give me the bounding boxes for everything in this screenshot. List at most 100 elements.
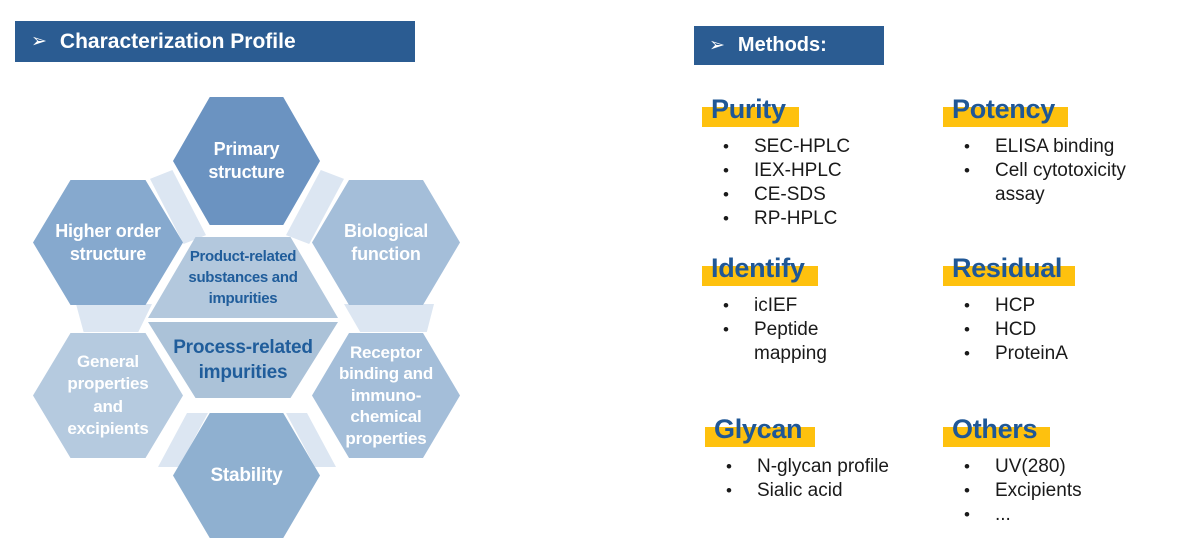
bullet-text: SEC-HPLC	[754, 136, 851, 157]
characterization-title: Characterization Profile	[59, 29, 296, 53]
bullet-item: • HCD	[964, 318, 1068, 342]
label-line: excipients	[67, 418, 149, 438]
bullet-dot-icon: •	[964, 481, 970, 500]
heading-highlight	[702, 107, 799, 127]
label-line: function	[351, 243, 421, 264]
bullet-text: HCP	[995, 295, 1036, 316]
section-heading-text: Potency	[952, 94, 1055, 124]
bullet-dot-icon: •	[723, 296, 729, 315]
heading-highlight	[702, 266, 818, 286]
bullet-dot-icon: •	[964, 137, 970, 156]
bullet-item: • icIEF	[723, 294, 846, 318]
heading-highlight	[943, 266, 1076, 286]
connector-shape	[76, 304, 152, 332]
bullet-text: HCD	[995, 319, 1037, 340]
bullet-dot-icon: •	[723, 185, 729, 204]
heading-highlight	[943, 427, 1051, 447]
label-line: properties	[345, 428, 427, 448]
label-line: substances and	[188, 269, 298, 286]
bullet-item: • ELISA binding	[964, 135, 1145, 159]
label-line: impurities	[208, 290, 278, 307]
label-line: Stability	[210, 464, 283, 486]
label-line: General	[77, 352, 139, 372]
section-heading: Residual	[943, 253, 1076, 286]
label-line: Process-related	[173, 337, 313, 358]
section-heading-text: Glycan	[714, 414, 803, 444]
bullet-text: Sialic acid	[757, 480, 843, 501]
label-line: Receptor	[349, 342, 423, 362]
bullet-item: •Sialic acid	[726, 479, 889, 503]
bullet-dot-icon: •	[723, 161, 729, 180]
bullet-item: • UV(280)	[964, 455, 1082, 479]
label-line: Higher order	[55, 220, 161, 241]
section-glycan: Glycan •N-glycan profile•Sialic acid	[705, 414, 889, 503]
section-heading: Identify	[702, 253, 818, 286]
section-potency: Potency • ELISA binding • Cell cytotoxicity…	[943, 94, 1145, 207]
section-heading: Potency	[943, 94, 1068, 127]
bullet-item: •IEX-HPLC	[723, 159, 850, 183]
bullet-list: •SEC-HPLC•IEX-HPLC•CE-SDS•RP-HPLC	[711, 135, 850, 231]
label-line: properties	[67, 374, 149, 394]
section-heading: Purity	[702, 94, 799, 127]
bullet-text: ...	[995, 504, 1011, 525]
bullet-list: • HCP • HCD•ProteinA	[952, 294, 1068, 366]
bullet-dot-icon: •	[964, 505, 970, 524]
label-line: Product-related	[189, 248, 297, 265]
bullet-text: CE-SDS	[754, 184, 826, 205]
hexagon-label: Stability	[173, 464, 320, 488]
section-heading-text: Residual	[952, 253, 1063, 283]
connector-shape	[344, 304, 434, 332]
methods-title: Methods:	[737, 34, 827, 56]
bullet-dot-icon: •	[723, 209, 729, 228]
bullet-text: ELISA binding	[995, 136, 1115, 157]
bullet-item: • RP-HPLC	[723, 207, 850, 231]
characterization-title-bar: ➢ Characterization Profile	[15, 21, 415, 62]
bullet-text: RP-HPLC	[754, 208, 838, 229]
label-line: binding and	[338, 364, 434, 384]
bullet-text: Cell cytotoxicity assay	[995, 160, 1126, 205]
section-heading-text: Purity	[711, 94, 786, 124]
label-line: structure	[208, 162, 285, 182]
bullet-item: •ProteinA	[964, 342, 1068, 366]
bullet-dot-icon: •	[726, 457, 732, 476]
bullet-list: •N-glycan profile•Sialic acid	[714, 455, 889, 503]
label-line: immuno-	[350, 385, 422, 405]
section-purity: Purity •SEC-HPLC•IEX-HPLC•CE-SDS•RP-HPLC	[702, 94, 850, 231]
bullet-dot-icon: •	[964, 161, 970, 180]
bullet-dot-icon: •	[964, 344, 970, 363]
bullet-dot-icon: •	[723, 320, 729, 339]
bullet-text: Excipients	[995, 480, 1082, 501]
bullet-dot-icon: •	[964, 296, 970, 315]
bullet-item: • CE-SDS	[723, 183, 850, 207]
label-line: and	[93, 396, 123, 416]
hexagon-label: Product-related substances and impurities	[188, 246, 297, 309]
bullet-dot-icon: •	[964, 457, 970, 476]
section-heading: Others	[943, 414, 1051, 447]
label-line: chemical	[350, 407, 422, 427]
bullet-item: •N-glycan profile	[726, 455, 889, 479]
methods-title-bar: ➢ Methods:	[694, 26, 884, 65]
bullet-item: • Cell cytotoxicity assay	[964, 159, 1145, 207]
label-line: Biological	[343, 220, 428, 241]
section-heading: Glycan	[705, 414, 816, 447]
label-line: Primary	[213, 139, 280, 160]
bullet-item: • SEC-HPLC	[723, 135, 850, 159]
bullet-list: • ELISA binding • Cell cytotoxicity assay	[952, 135, 1145, 207]
bullet-text: icIEF	[754, 295, 798, 316]
arrow-bullet-icon: ➢	[709, 35, 725, 56]
label-line: structure	[69, 243, 147, 264]
bullet-dot-icon: •	[964, 320, 970, 339]
bullet-dot-icon: •	[723, 137, 729, 156]
bullet-item: •...	[964, 503, 1082, 527]
heading-highlight	[705, 427, 816, 447]
bullet-text: UV(280)	[995, 456, 1066, 477]
heading-highlight	[943, 107, 1068, 127]
